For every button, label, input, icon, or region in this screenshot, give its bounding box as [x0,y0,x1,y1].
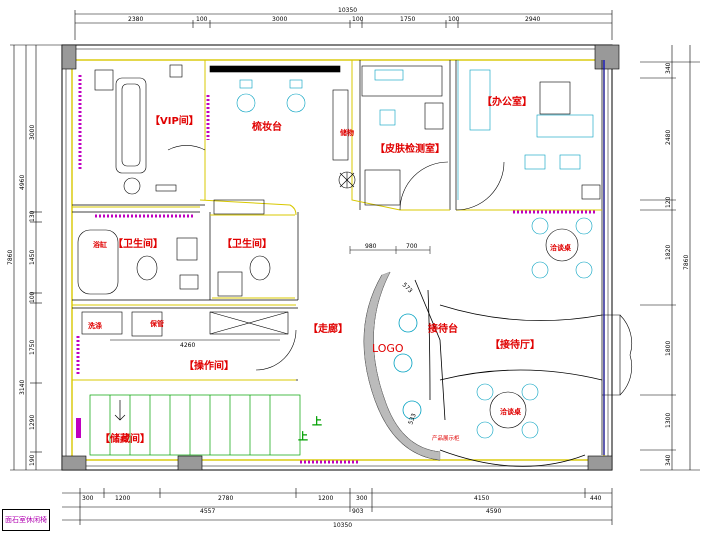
bath-fixtures [77,199,271,297]
dim-right-6: 1300 [665,413,672,428]
skin-test-furniture [361,65,444,206]
label-cabinet: 储物 [339,128,354,137]
label-makeup: 梳妆台 [251,120,282,133]
dim-right-5: 1800 [665,341,672,356]
dim-left-4: 100 [29,291,36,303]
dim-left-8: 190 [29,454,36,466]
dim-top-6: 100 [448,16,460,23]
dim-bottom-4: 1200 [318,495,333,502]
dim-bottom-1: 300 [82,495,94,502]
dim-top-total: 10350 [338,7,357,14]
lounge-furniture [476,217,593,439]
dim-bottom-6: 4150 [474,495,489,502]
label-reception: 【接待厅】 [490,338,540,351]
inner-dim-lines [110,246,431,341]
doors [255,161,632,396]
label-up-2: 上 [298,430,308,443]
label-skin-test: 【皮肤检测室】 [375,142,445,155]
label-operation: 【操作间】 [184,359,234,372]
dim-left-mid: 4960 [19,175,26,190]
dim-top-7: 2940 [525,16,540,23]
dim-top-1: 2380 [128,16,143,23]
label-product-display: 产品展示柜 [432,434,460,442]
right-dimensions [640,45,700,471]
columns [61,44,620,471]
storage-stairs [89,394,301,456]
label-bathtub: 浴缸 [93,240,107,249]
label-storage: 【储藏间】 [100,432,150,445]
dim-bottom-10: 4590 [486,508,501,515]
dim-bottom-9: 903 [352,508,364,515]
dim-bottom-3: 2780 [218,495,233,502]
dim-right-2: 2480 [665,130,672,145]
decor-strips [76,75,595,464]
reception-hatch [363,271,441,461]
dim-top-5: 1750 [400,16,415,23]
finish-lines [72,60,602,381]
label-office: 【办公室】 [482,95,532,108]
dim-right-outer: 7860 [683,255,690,270]
dim-left-5: 1750 [29,340,36,355]
dim-bottom-2: 1200 [115,495,130,502]
dim-bottom-8: 4557 [200,508,215,515]
dim-right-3: 120 [665,196,672,208]
dim-top-2: 100 [196,16,208,23]
label-tea-area: 洽谈桌 [550,243,571,252]
label-counter-1: 接待台 [428,322,458,335]
makeup-furniture [209,65,349,161]
label-tea-area-2: 洽谈桌 [500,407,521,416]
dim-inner-c: 4260 [180,342,195,349]
top-dimensions [74,10,613,40]
label-counter: 接待台 [428,322,458,335]
dim-inner-b: 700 [406,243,418,250]
office-furniture [469,69,601,200]
label-store: 保管 [149,319,164,328]
dim-bottom-5: 300 [356,495,368,502]
dim-inner-e: 533 [407,412,418,425]
dim-right-7: 340 [665,454,672,466]
label-bath-left: 【卫生间】 [113,237,163,250]
dim-left-6: 3140 [19,380,26,395]
storage-marker [76,418,81,438]
vip-furniture [94,64,206,195]
dim-top-4: 100 [352,16,364,23]
dim-left-outer: 7860 [7,250,14,265]
label-vip: 【VIP间】 [150,114,199,127]
label-logo: LOGO [372,342,404,355]
dim-inner-d: 573 [401,281,414,294]
dim-bottom-total: 10350 [333,522,352,529]
dim-left-1: 3000 [29,125,36,140]
operation-fixtures [81,311,289,337]
dim-left-3: 1450 [29,250,36,265]
label-sink: 洗涤 [88,321,102,330]
dim-right-1: 340 [665,62,672,74]
dim-inner-a: 980 [365,243,377,250]
bottom-dimensions [62,488,613,525]
dim-top-3: 3000 [272,16,287,23]
label-up: 上 [312,415,322,428]
drawing-caption: 面石室休闲椅 [2,509,50,531]
plant-icon [338,171,356,189]
dim-right-4: 1820 [665,245,672,260]
dim-left-7: 1290 [29,415,36,430]
label-bath-right: 【卫生间】 [222,237,272,250]
counter-seats [393,313,422,420]
label-corridor: 【走廊】 [308,322,348,335]
left-dimensions [10,44,62,471]
dim-left-2: 130 [29,210,36,222]
outer-walls [61,44,613,471]
dim-bottom-7: 440 [590,495,602,502]
